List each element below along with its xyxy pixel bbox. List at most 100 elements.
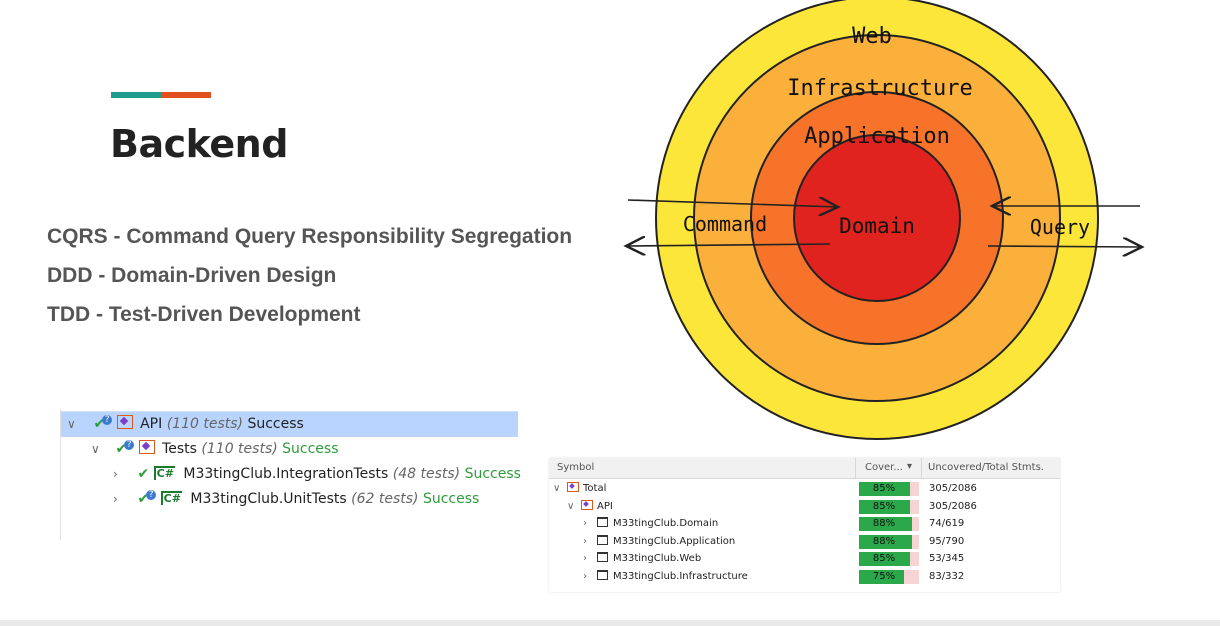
tree-row-name: M33tingClub.IntegrationTests	[183, 466, 389, 482]
chevron-down-icon[interactable]: ∨	[567, 500, 575, 512]
chevron-down-icon[interactable]: ∨	[553, 483, 561, 494]
header-coverage[interactable]: Cover...	[865, 462, 903, 473]
coverage-row-name: M33tingClub.Application	[597, 533, 735, 550]
tree-row-name: Tests	[162, 441, 197, 457]
label-command: Command	[683, 212, 767, 236]
test-explorer-tree: ∨ ✔? API (110 tests) Success ∨ ✔? Tests …	[60, 409, 521, 540]
bullet-ddd: DDD - Domain-Driven Design	[47, 264, 337, 287]
tree-row-tests[interactable]: ∨ ✔? Tests (110 tests) Success	[61, 437, 518, 462]
label-query: Query	[1030, 215, 1090, 239]
coverage-table: Symbol Cover... ▾ Uncovered/Total Stmts.…	[549, 458, 1060, 592]
coverage-uncovered-stmts: 83/332	[929, 570, 965, 582]
chevron-right-icon[interactable]: ›	[113, 467, 118, 481]
coverage-bar-fill	[859, 482, 910, 496]
coverage-row-name: M33tingClub.Domain	[597, 515, 718, 532]
layer-domain	[793, 134, 961, 302]
query-arrow-out	[987, 246, 1142, 247]
coverage-uncovered-stmts: 305/2086	[929, 483, 977, 494]
coverage-bar: 88%	[859, 517, 919, 531]
label-infrastructure: Infrastructure	[787, 76, 972, 101]
coverage-row[interactable]: › M33tingClub.Web 85% 53/345	[549, 550, 1060, 567]
accent-orange	[161, 92, 211, 98]
command-arrow-out	[626, 244, 831, 246]
check-icon: ✔	[93, 416, 106, 432]
coverage-row-label: M33tingClub.Domain	[613, 518, 719, 529]
sort-down-icon[interactable]: ▾	[907, 461, 913, 472]
coverage-percent: 85%	[872, 553, 896, 564]
slide-title: Backend	[110, 122, 288, 166]
bullet-cqrs: CQRS - Command Query Responsibility Segr…	[47, 225, 573, 248]
accent-teal	[111, 92, 161, 98]
check-icon: ✔	[137, 466, 150, 482]
coverage-percent: 75%	[872, 570, 896, 582]
tree-row-unit-tests[interactable]: › ✔? C# M33tingClub.UnitTests (62 tests)…	[61, 487, 518, 512]
tree-row-api[interactable]: ∨ ✔? API (110 tests) Success	[61, 411, 518, 437]
coverage-header: Symbol Cover... ▾ Uncovered/Total Stmts.	[549, 458, 1060, 479]
coverage-row-label: M33tingClub.Web	[613, 553, 702, 564]
chevron-right-icon[interactable]: ›	[583, 553, 587, 564]
tree-row-name: M33tingClub.UnitTests	[190, 491, 347, 507]
question-badge-icon: ?	[146, 490, 157, 500]
question-badge-icon: ?	[102, 415, 113, 425]
csharp-project-icon: C#	[153, 466, 175, 480]
coverage-bar: 85%	[859, 552, 919, 566]
coverage-row-label: M33tingClub.Application	[613, 535, 736, 547]
chevron-right-icon[interactable]: ›	[583, 570, 587, 582]
column-divider[interactable]	[855, 458, 856, 478]
bullet-tdd: TDD - Test-Driven Development	[47, 303, 361, 326]
coverage-bar-fill	[859, 552, 910, 566]
check-icon: ✔	[137, 491, 150, 507]
header-symbol[interactable]: Symbol	[557, 462, 595, 473]
coverage-row-name: API	[581, 498, 613, 515]
coverage-row-label: Total	[583, 483, 607, 494]
tree-row-status: Success	[464, 466, 521, 482]
solution-icon	[581, 499, 593, 510]
coverage-row-label: API	[597, 500, 613, 512]
module-icon	[597, 569, 608, 580]
coverage-row-name: Total	[567, 480, 606, 497]
coverage-bar-fill	[859, 517, 912, 531]
coverage-uncovered-stmts: 53/345	[929, 553, 965, 564]
chevron-right-icon[interactable]: ›	[583, 535, 587, 547]
header-uncovered[interactable]: Uncovered/Total Stmts.	[928, 462, 1044, 473]
tree-row-status: Success	[422, 491, 480, 507]
module-icon	[597, 534, 608, 545]
tree-row-integration-tests[interactable]: › ✔ C# M33tingClub.IntegrationTests (48 …	[61, 462, 521, 487]
coverage-row[interactable]: › M33tingClub.Infrastructure 75% 83/332	[549, 568, 1060, 585]
module-icon	[597, 552, 608, 562]
question-badge-icon: ?	[124, 440, 135, 450]
label-web: Web	[852, 24, 892, 49]
column-divider[interactable]	[921, 458, 922, 478]
coverage-bar: 85%	[859, 499, 919, 514]
solution-icon	[116, 415, 133, 429]
tree-row-status: Success	[247, 416, 304, 432]
coverage-percent: 88%	[872, 535, 896, 547]
tree-row-name: API	[140, 416, 163, 432]
coverage-row[interactable]: › M33tingClub.Domain 88% 74/619	[549, 515, 1060, 532]
coverage-row-label: M33tingClub.Infrastructure	[613, 570, 748, 582]
coverage-row-name: M33tingClub.Infrastructure	[597, 568, 748, 585]
chevron-right-icon[interactable]: ›	[113, 492, 118, 506]
label-application: Application	[804, 124, 950, 149]
chevron-down-icon[interactable]: ∨	[67, 417, 76, 431]
coverage-row[interactable]: ∨ Total 85% 305/2086	[549, 480, 1060, 497]
csharp-project-icon: C#	[160, 491, 182, 505]
coverage-percent: 85%	[872, 500, 896, 512]
coverage-bar: 75%	[859, 569, 919, 584]
tree-row-count: (48 tests)	[392, 466, 461, 482]
check-icon: ✔	[115, 441, 128, 457]
bullet-list: CQRS - Command Query Responsibility Segr…	[47, 222, 572, 339]
coverage-bar-fill	[859, 534, 912, 549]
coverage-percent: 85%	[872, 483, 896, 494]
chevron-right-icon[interactable]: ›	[583, 518, 587, 529]
tree-row-count: (62 tests)	[351, 491, 419, 507]
chevron-down-icon[interactable]: ∨	[91, 442, 100, 456]
coverage-bar: 88%	[859, 534, 919, 549]
tree-row-count: (110 tests)	[201, 441, 278, 457]
coverage-uncovered-stmts: 74/619	[929, 518, 965, 529]
project-icon	[138, 440, 155, 454]
tree-row-count: (110 tests)	[166, 416, 243, 432]
title-accent-bar	[111, 92, 211, 98]
